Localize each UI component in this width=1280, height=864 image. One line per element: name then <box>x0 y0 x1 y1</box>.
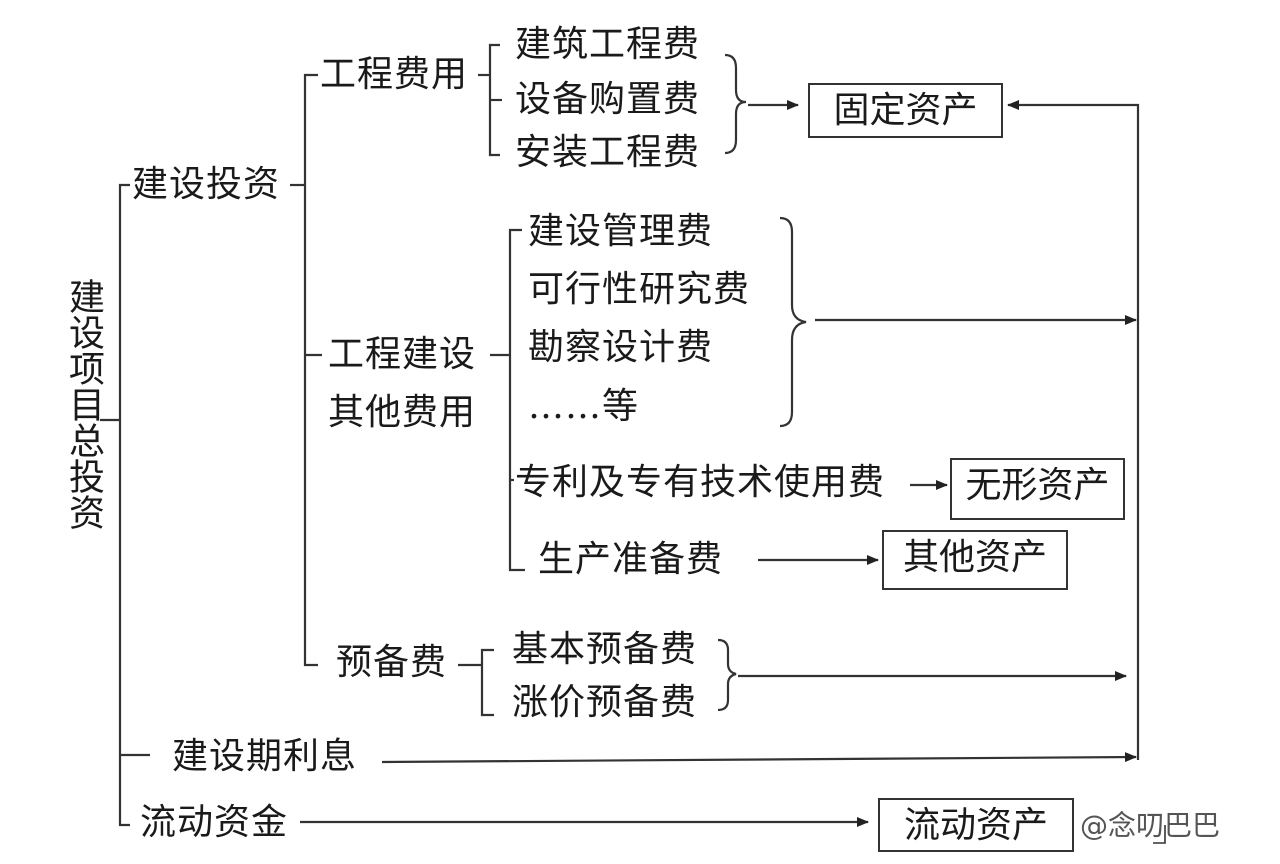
engineering-cost-label: 工程费用 <box>320 54 469 95</box>
other-cost-label-line1: 工程建设 <box>328 334 477 375</box>
intangible-assets-box: 无形资产 <box>950 458 1125 520</box>
equipment-purchase-label: 设备购置费 <box>515 79 701 120</box>
reserve-cost-label: 预备费 <box>336 642 448 683</box>
current-assets-box: 流动资产 <box>878 798 1074 852</box>
brace-reserve <box>717 638 737 712</box>
other-bracket <box>508 228 525 572</box>
installation-works-label: 安装工程费 <box>515 132 701 173</box>
arrow-interest-collector <box>381 752 1137 764</box>
brace-engineering <box>724 53 747 155</box>
feasibility-study-label: 可行性研究费 <box>528 269 751 310</box>
patent-fee-label: 专利及专有技术使用费 <box>515 462 886 503</box>
root-label: 建设项目总投资 <box>63 278 104 530</box>
interest-label: 建设期利息 <box>172 736 358 777</box>
working-capital-label: 流动资金 <box>140 802 289 843</box>
survey-design-label: 勘察设计费 <box>528 327 714 368</box>
return-mark <box>1153 825 1166 844</box>
watermark: @念叨巴巴 <box>1080 809 1221 842</box>
collector-line <box>1007 100 1140 760</box>
management-fee-label: 建设管理费 <box>528 211 714 252</box>
root-bracket <box>118 183 130 827</box>
etc-label: ……等 <box>528 386 640 427</box>
fixed-assets-box: 固定资产 <box>808 83 1003 138</box>
other-assets-box: 其他资产 <box>882 530 1068 590</box>
brace-other <box>779 216 807 428</box>
other-cost-label-line2: 其他费用 <box>328 392 477 433</box>
construction-investment-label: 建设投资 <box>132 164 281 205</box>
basic-reserve-label: 基本预备费 <box>512 629 698 670</box>
building-works-label: 建筑工程费 <box>515 24 701 65</box>
price-reserve-label: 涨价预备费 <box>512 682 698 723</box>
reserve-bracket <box>480 648 494 717</box>
investment-bracket <box>303 73 318 667</box>
production-prep-label: 生产准备费 <box>538 539 724 580</box>
